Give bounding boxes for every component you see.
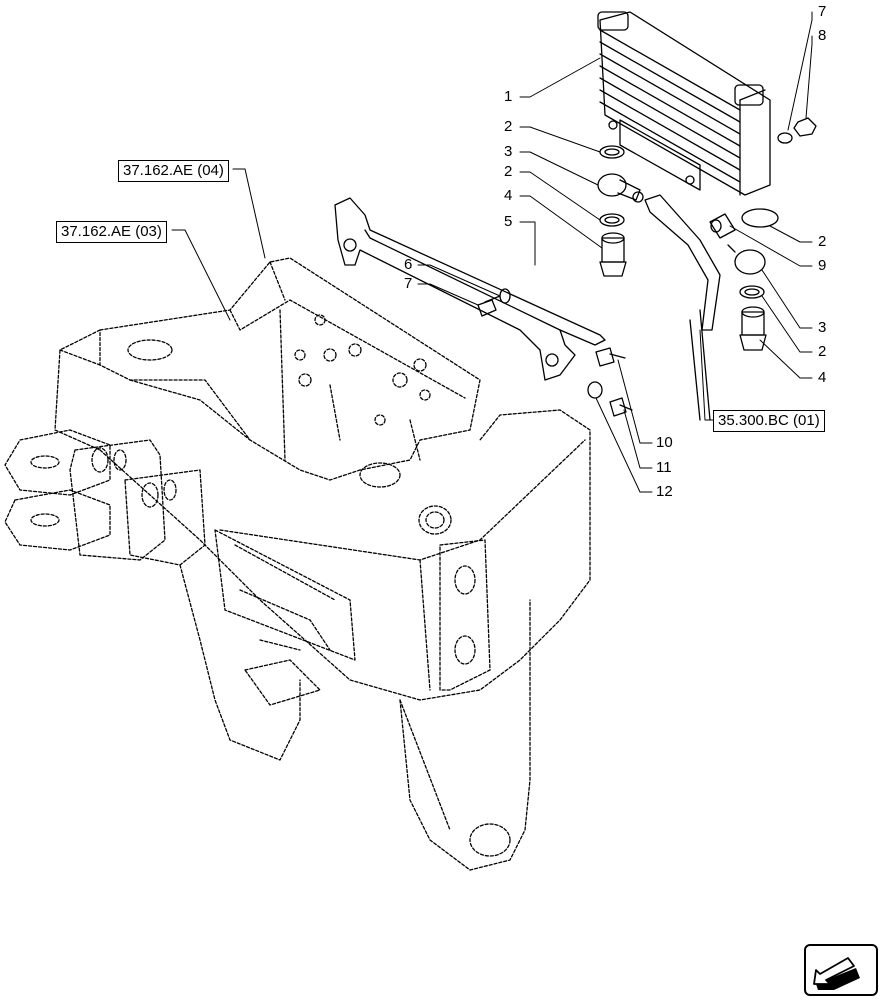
oil-cooler — [597, 11, 771, 196]
washer-7b — [777, 132, 793, 144]
callout-1: 1 — [504, 88, 513, 105]
banjo-bolt-4a — [599, 232, 627, 277]
callout-5: 5 — [504, 213, 513, 230]
washer-2d — [739, 285, 765, 299]
washer-2a — [599, 145, 625, 159]
reference-box-37-162-ae-03[interactable]: 37.162.AE (03) — [56, 221, 167, 243]
oil-hose — [644, 194, 721, 421]
callout-12: 12 — [656, 483, 673, 500]
callout-3a: 3 — [504, 143, 513, 160]
bolt-7a — [477, 295, 501, 317]
callout-11: 11 — [656, 459, 672, 476]
callout-8: 8 — [818, 27, 827, 44]
callout-10: 10 — [656, 434, 673, 451]
washer-2c — [741, 208, 779, 228]
washer-12 — [587, 381, 603, 399]
callout-7b: 7 — [818, 3, 827, 20]
callout-3b: 3 — [818, 319, 827, 336]
banjo-fitting-3a — [597, 173, 644, 203]
banjo-fitting-3b — [727, 244, 766, 275]
callout-9: 9 — [818, 257, 827, 274]
reference-box-35-300-bc-01[interactable]: 35.300.BC (01) — [713, 410, 825, 432]
bolt-10 — [595, 347, 626, 367]
callout-2c: 2 — [818, 233, 827, 250]
washer-2b — [599, 213, 625, 227]
callout-4a: 4 — [504, 187, 513, 204]
callout-2d: 2 — [818, 343, 827, 360]
reference-box-37-162-ae-04[interactable]: 37.162.AE (04) — [118, 160, 229, 182]
callout-6: 6 — [404, 256, 413, 273]
adapter-9 — [709, 213, 736, 239]
mounting-bracket — [334, 197, 606, 381]
callout-4b: 4 — [818, 369, 827, 386]
next-page-arrow-icon[interactable] — [804, 944, 878, 996]
bolt-11 — [609, 397, 633, 417]
callout-2a: 2 — [504, 118, 513, 135]
front-support-frame — [4, 257, 591, 871]
nut-8 — [793, 117, 817, 137]
callout-2b: 2 — [504, 163, 513, 180]
banjo-bolt-4b — [739, 306, 767, 351]
callout-7a: 7 — [404, 275, 413, 292]
leader-lines — [171, 11, 813, 493]
